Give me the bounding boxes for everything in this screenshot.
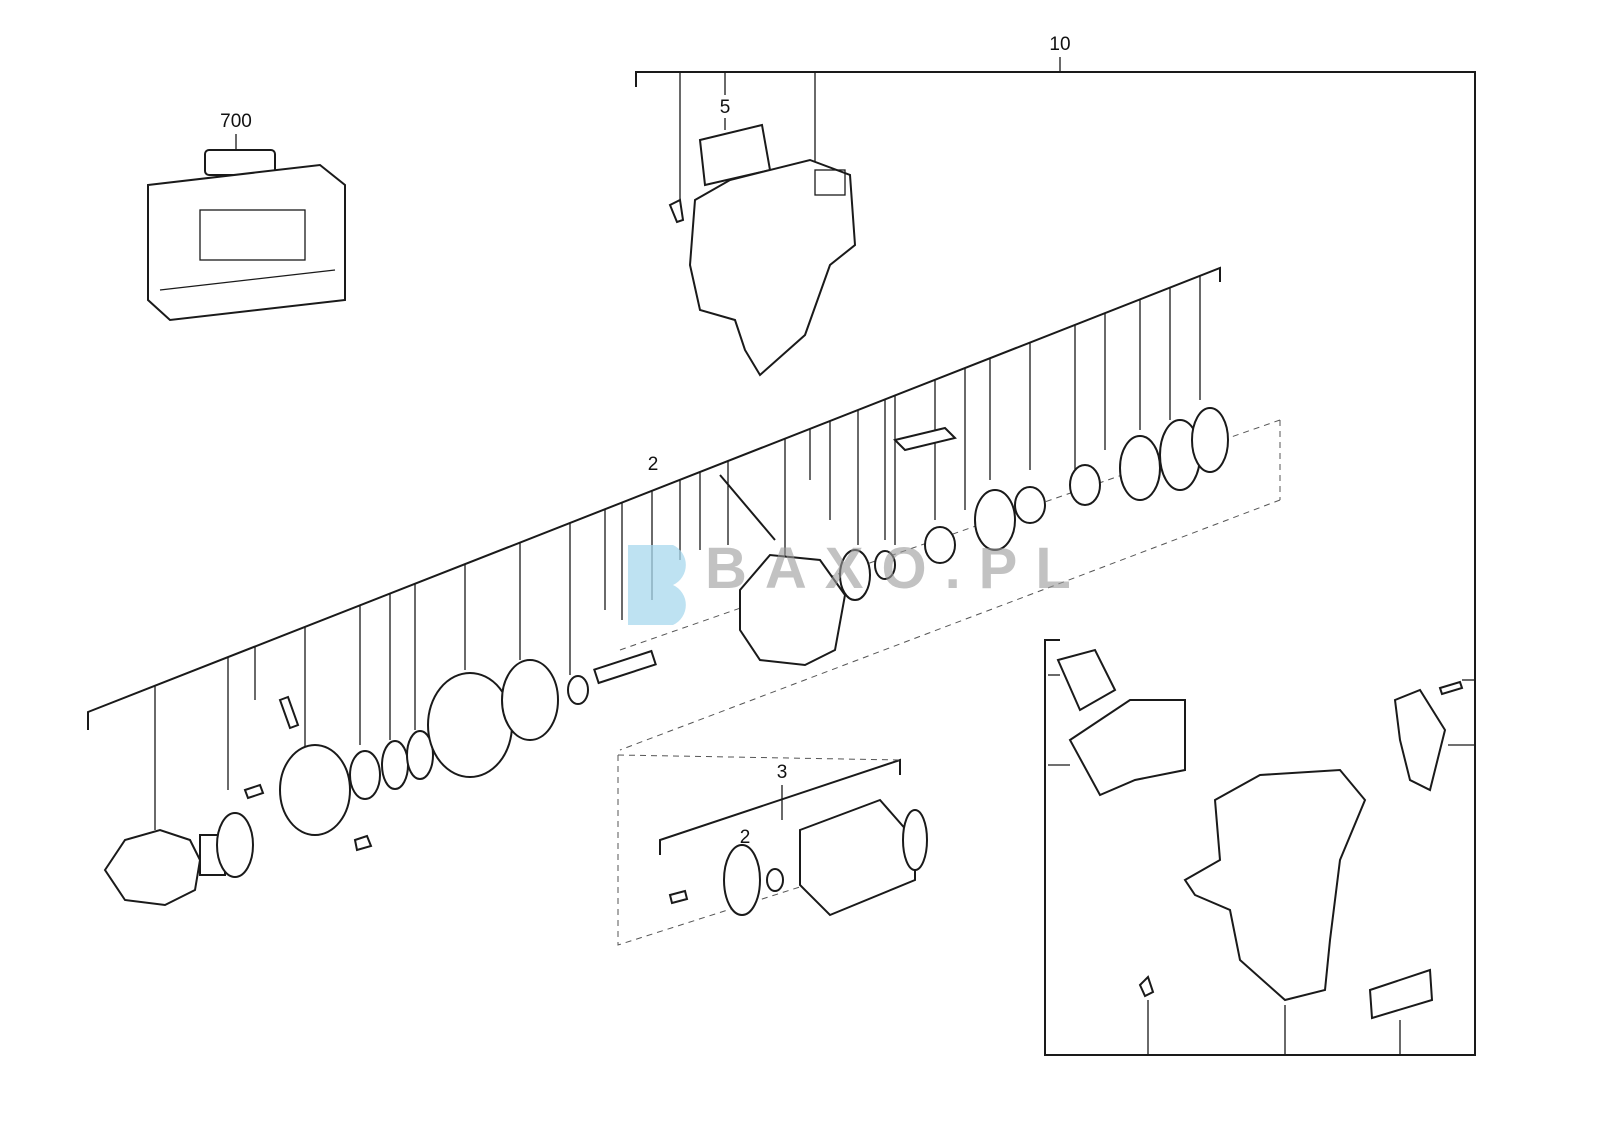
keyless-chuck bbox=[103, 812, 254, 907]
switch bbox=[1068, 699, 1186, 797]
housing-half-right bbox=[1183, 768, 1367, 1002]
clutch-collar bbox=[427, 672, 513, 778]
label-housing-assembly: 10 bbox=[1049, 34, 1070, 55]
housing-assembly-bracket: 10 bbox=[635, 34, 1476, 1056]
label-plate bbox=[1368, 968, 1434, 1020]
watermark-logo: BAXO.PL bbox=[628, 536, 1089, 625]
gearbox-assembly-bracket: 2 bbox=[87, 266, 1281, 751]
watermark-text: BAXO.PL bbox=[705, 536, 1089, 601]
label-nameplate: 5 bbox=[720, 97, 731, 118]
battery-terminal bbox=[1056, 648, 1117, 712]
label-case: 700 bbox=[220, 111, 252, 132]
clutch-ring bbox=[279, 744, 351, 836]
label-motor-pinion: 2 bbox=[740, 827, 751, 848]
housing-half-left bbox=[688, 158, 857, 377]
carry-case: 700 bbox=[147, 111, 346, 322]
label-gearbox-assembly: 2 bbox=[648, 454, 659, 475]
ring-gear bbox=[974, 489, 1016, 551]
gear-housing bbox=[739, 553, 847, 667]
label-motor-assembly: 3 bbox=[777, 762, 788, 783]
motor bbox=[799, 798, 928, 917]
